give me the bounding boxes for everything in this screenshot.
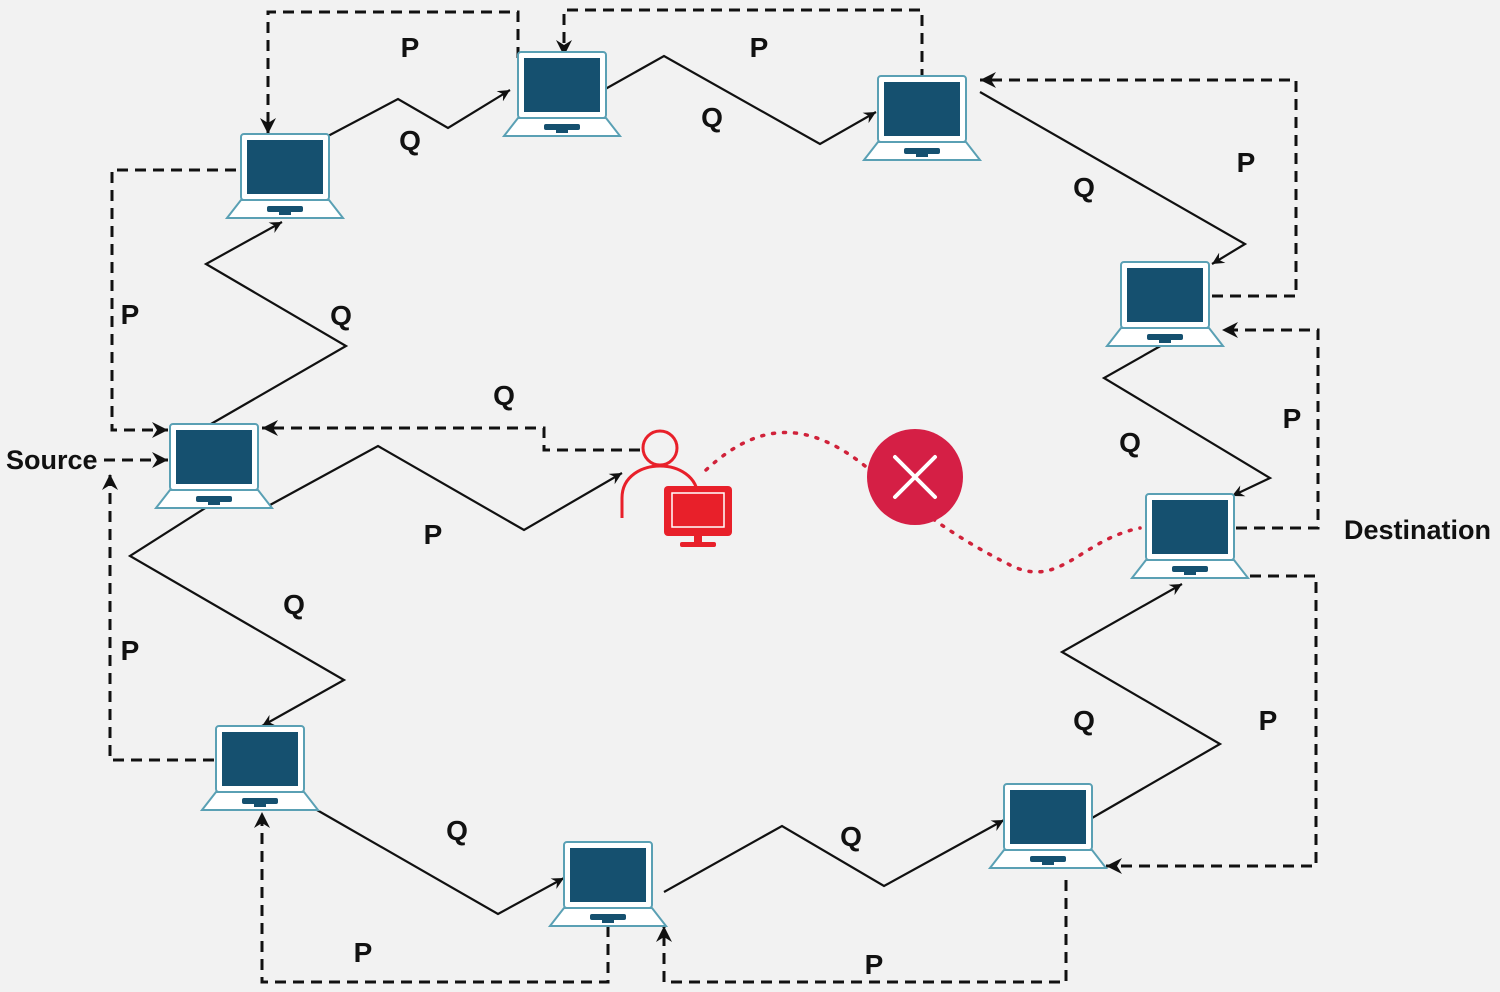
- edge-n3-n2-dashed: [556, 8, 924, 80]
- node-6: [987, 783, 1109, 869]
- edge-label: Q: [283, 589, 305, 620]
- dashed-edges: [102, 8, 1320, 984]
- edge-n8-n7: [309, 805, 565, 916]
- edge-attacker-src-dashed: [262, 420, 640, 452]
- edge-label: P: [1259, 705, 1278, 736]
- edge-n3-n4: [979, 91, 1248, 265]
- edge-label: P: [865, 949, 884, 980]
- edge-label: P: [1237, 147, 1256, 178]
- source-label: Source: [6, 445, 98, 475]
- edge-label: Q: [446, 815, 468, 846]
- edge-label: Q: [840, 821, 862, 852]
- edge-label: Q: [1119, 427, 1141, 458]
- edge-n8-src-dashed: [102, 474, 214, 762]
- edge-n2-n3: [599, 54, 877, 146]
- edge-n2-n1-dashed: [260, 10, 520, 134]
- blocked-x-icon: [867, 429, 963, 525]
- edge-n1-n2: [327, 89, 511, 137]
- edge-label: Q: [701, 102, 723, 133]
- edge-n1-src-dashed: [110, 168, 236, 438]
- edge-n6-n5: [1059, 583, 1223, 819]
- edge-label: P: [424, 519, 443, 550]
- edge-label: Q: [1073, 705, 1095, 736]
- edge-n6-n7-dashed: [656, 880, 1068, 984]
- edge-n4-n3-dashed: [980, 72, 1298, 298]
- node-5: [1129, 493, 1251, 579]
- nodes: [153, 51, 1251, 927]
- edge-n4-n5: [1101, 343, 1273, 497]
- edge-label: P: [401, 32, 420, 63]
- edge-src-n8: [127, 504, 347, 727]
- edge-label: Q: [1073, 172, 1095, 203]
- node-4: [1104, 261, 1226, 347]
- edge-labels: Q Q Q Q Q Q Q Q Q Q P P P P P P P P P P: [121, 32, 1302, 980]
- node-1: [224, 133, 346, 219]
- node-7: [547, 841, 669, 927]
- edge-n5-n4-dashed: [1222, 322, 1320, 530]
- edge-label: P: [1283, 403, 1302, 434]
- edge-n7-n8-dashed: [254, 812, 610, 984]
- node-source: [153, 423, 275, 509]
- edge-src-n1: [203, 221, 349, 429]
- edge-n7-n6: [663, 819, 1005, 893]
- edge-label: P: [121, 635, 140, 666]
- edge-src-attacker: [269, 444, 623, 532]
- attacker-user-icon: [620, 429, 732, 547]
- edge-label: Q: [330, 300, 352, 331]
- edge-n5-n6-dashed: [1106, 574, 1318, 874]
- edge-label: P: [354, 937, 373, 968]
- node-3: [861, 75, 983, 161]
- node-8: [199, 725, 321, 811]
- edge-label: P: [121, 299, 140, 330]
- solid-edges: [127, 54, 1273, 916]
- edge-label: P: [750, 32, 769, 63]
- destination-label: Destination: [1344, 515, 1491, 545]
- edge-label: Q: [493, 380, 515, 411]
- edge-label: Q: [399, 125, 421, 156]
- node-2: [501, 51, 623, 137]
